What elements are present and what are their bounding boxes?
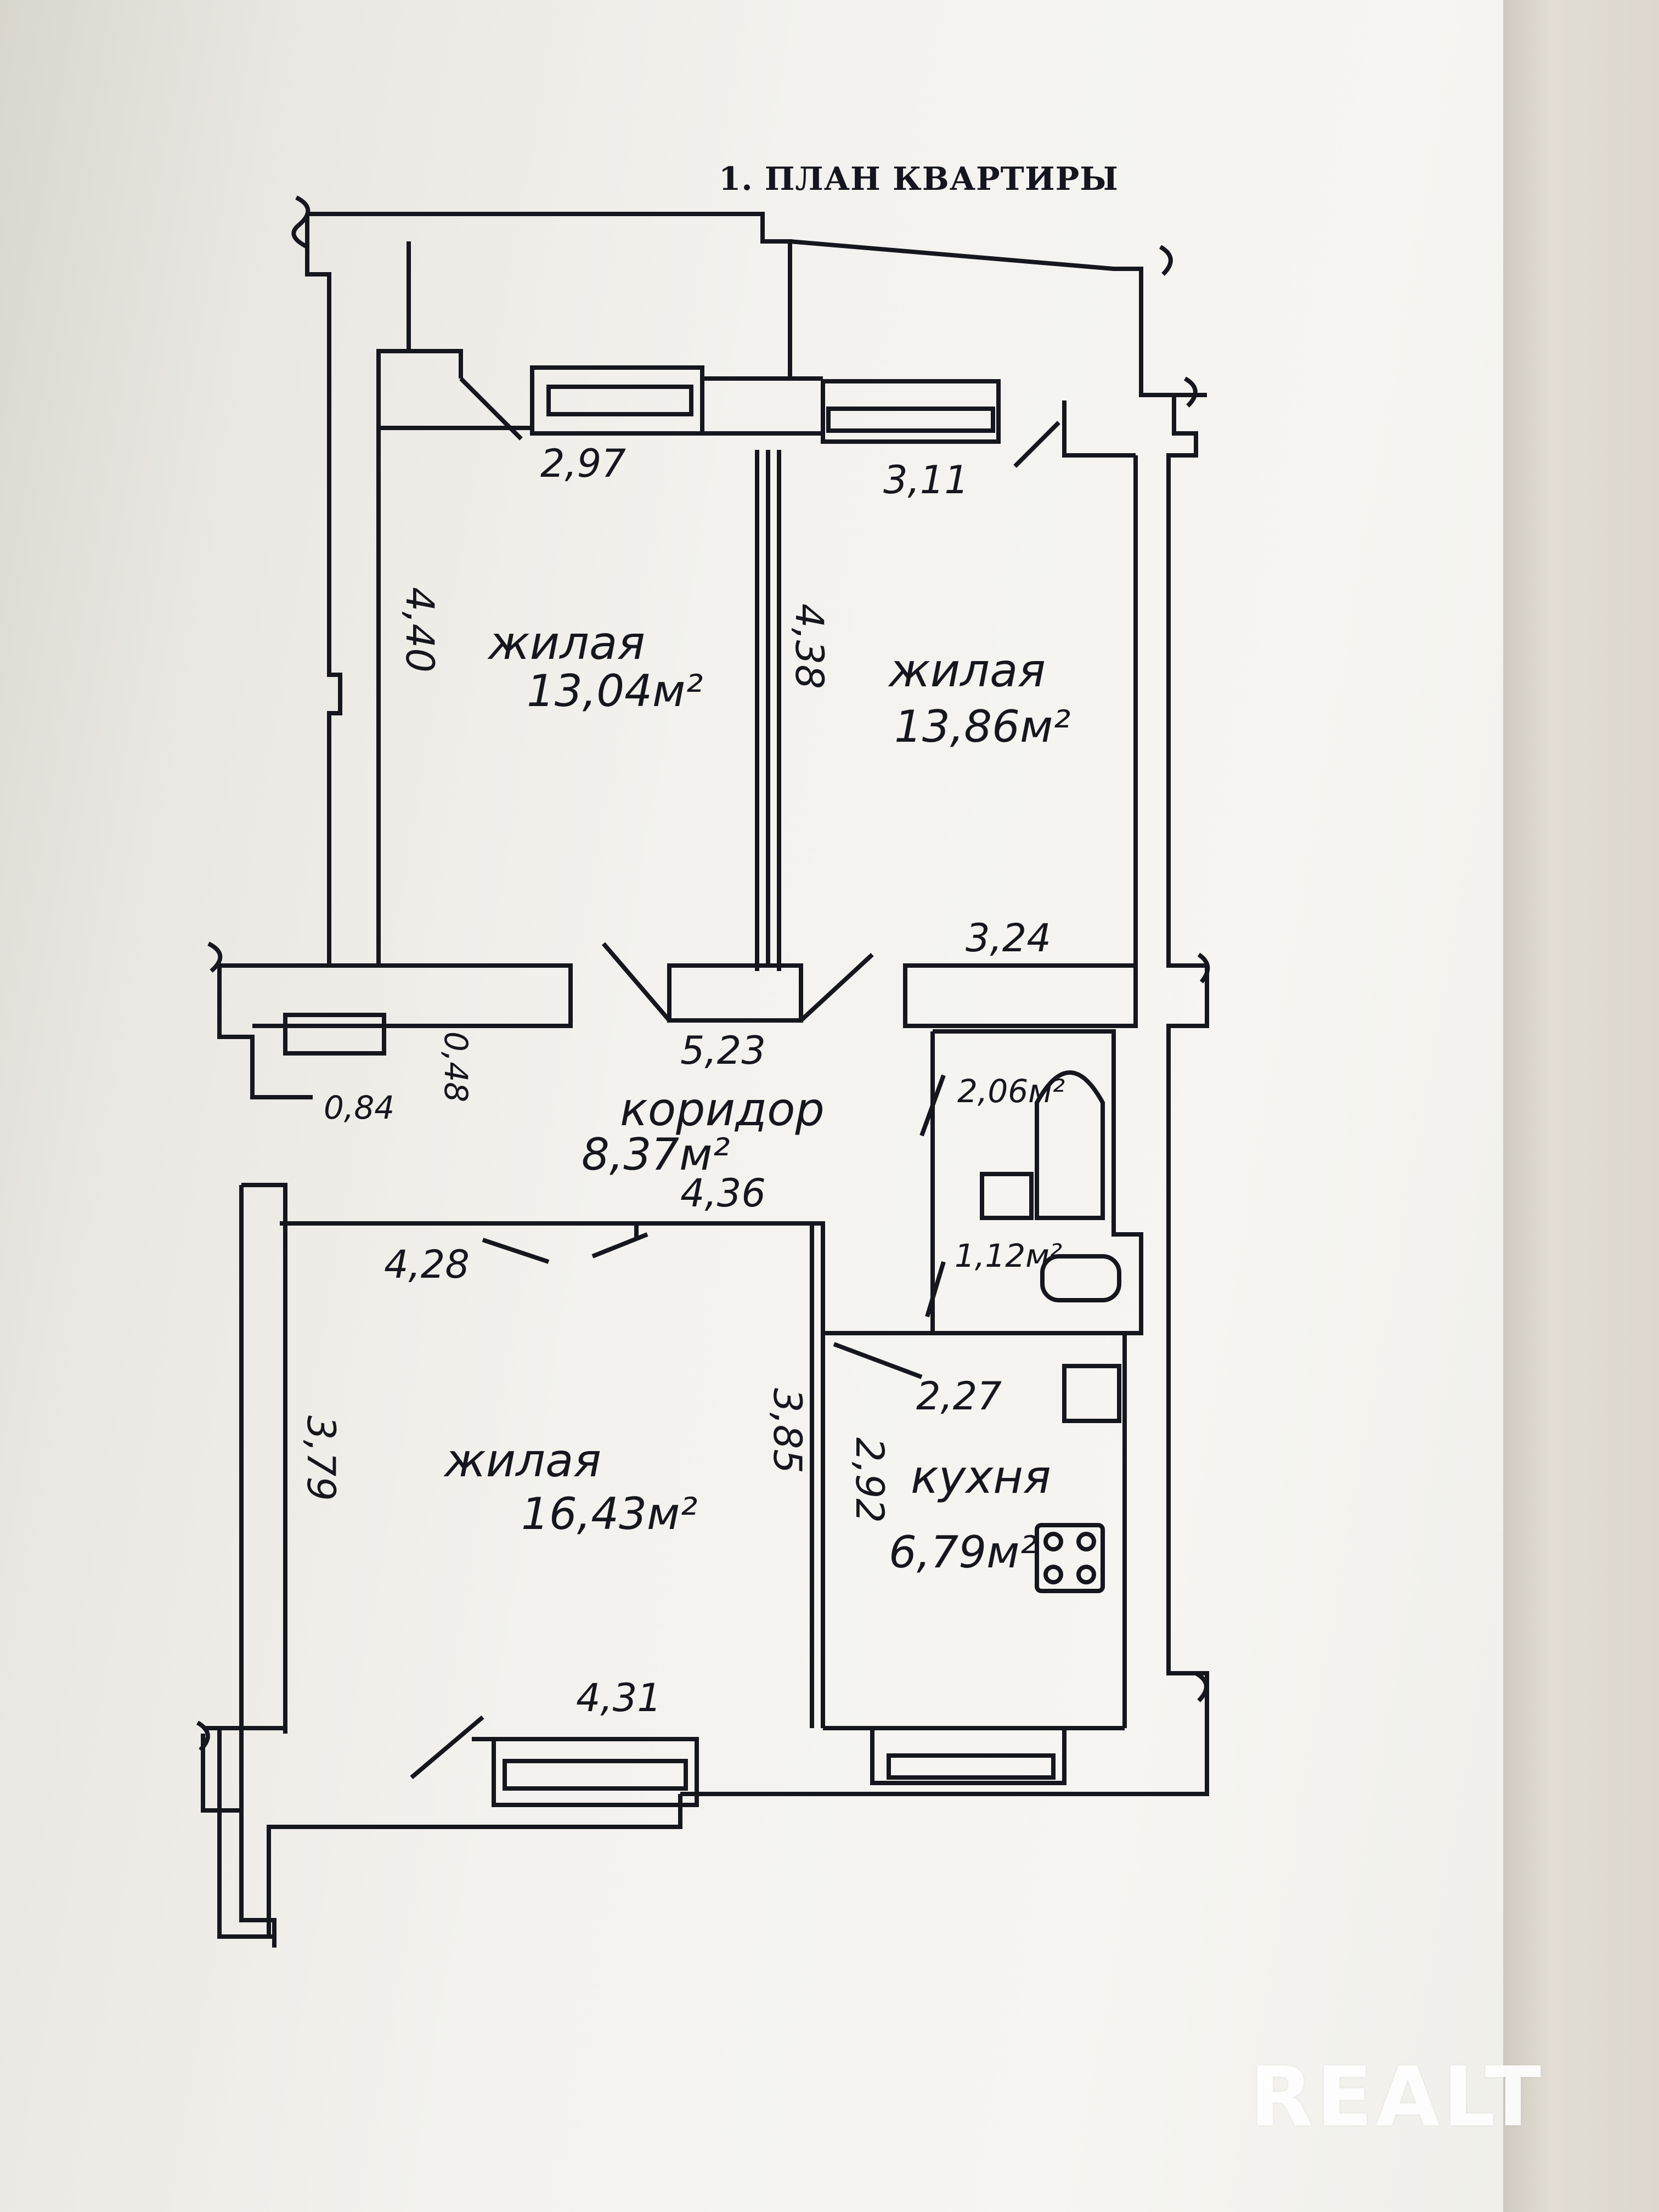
bathtub: [1035, 1070, 1105, 1220]
sink: [980, 1172, 1034, 1220]
dim-kitchen-width: 2,27: [916, 1374, 1002, 1419]
dim-r2-width-top: 3,11: [883, 458, 969, 503]
dim-r3-height-right: 3,85: [765, 1388, 810, 1474]
dim-r1-width: 2,97: [540, 441, 626, 486]
kitchen-name: кухня: [911, 1450, 1051, 1504]
dim-r1-height: 4,40: [397, 587, 442, 673]
room1-area: 13,04м²: [527, 665, 703, 716]
door-swing-top-left: [459, 377, 523, 441]
room1-name: жилая: [488, 616, 645, 670]
room3-walls: [239, 1183, 825, 1948]
partition-r1-r2: [755, 450, 781, 971]
interior-wall-left-line: [376, 241, 463, 966]
room3-door-swings: [482, 1223, 648, 1264]
room2-name: жилая: [889, 644, 1046, 697]
corridor-area: 8,37м²: [582, 1129, 730, 1180]
dim-r3-width-top: 4,28: [384, 1242, 470, 1287]
toilet-area: 1,12м²: [955, 1237, 1063, 1274]
window-room3-sash: [503, 1759, 688, 1791]
break-marks: [196, 195, 1210, 1752]
exterior-wall-top: [307, 212, 1207, 397]
window-frame-top: [702, 376, 823, 436]
window-room1-sash: [546, 385, 693, 416]
kitchen-area: 6,79м²: [889, 1527, 1037, 1578]
dim-corridor-width: 5,23: [680, 1028, 766, 1073]
window-room3: [492, 1737, 699, 1807]
bathroom-area: 2,06м²: [957, 1073, 1065, 1110]
corridor-name: коридор: [620, 1082, 825, 1136]
room3-name: жилая: [444, 1434, 601, 1487]
door-swings-corridor: [601, 942, 874, 1022]
dim-niche-b: 0,48: [437, 1031, 475, 1103]
dim-r2-width-bottom: 3,24: [966, 916, 1051, 961]
room3-area: 16,43м²: [521, 1488, 698, 1539]
kitchen-sink: [1062, 1364, 1121, 1423]
window-room2: [821, 379, 1001, 444]
dim-r2-height: 4,38: [787, 603, 832, 689]
window-room1: [530, 365, 704, 436]
dim-r3-height-left: 3,79: [298, 1415, 343, 1501]
exterior-wall-outline-left: [217, 214, 342, 1099]
kitchen-door-swing: [833, 1342, 923, 1379]
room2-area: 13,86м²: [894, 701, 1071, 752]
page-edge: [1503, 0, 1659, 2212]
dim-r3-width-bottom: 4,31: [576, 1675, 662, 1720]
bath-door-swings: [919, 1074, 946, 1318]
window-kitchen: [870, 1726, 1066, 1785]
window-room2-sash: [826, 407, 995, 433]
balcony-door-swing: [410, 1715, 484, 1780]
vent-shaft: [283, 1013, 386, 1056]
dim-corridor-lower: 4,36: [680, 1171, 766, 1216]
plan-title: 1. ПЛАН КВАРТИРЫ: [719, 160, 1119, 198]
window-kitchen-sash: [887, 1753, 1056, 1780]
dim-kitchen-height: 2,92: [847, 1437, 892, 1523]
door-block-corridor: [667, 963, 803, 1023]
door-swing-top-right: [1013, 421, 1060, 468]
window-right-balcony: [1062, 400, 1136, 458]
realt-watermark-logo: REALT: [1250, 2050, 1545, 2145]
dim-niche-a: 0,84: [324, 1089, 395, 1126]
toilet-room-basin: [1040, 1254, 1121, 1302]
kitchen-stove: [1035, 1523, 1105, 1593]
exterior-wall-right: [680, 267, 1209, 1796]
room1-inner-wall: [379, 426, 770, 966]
